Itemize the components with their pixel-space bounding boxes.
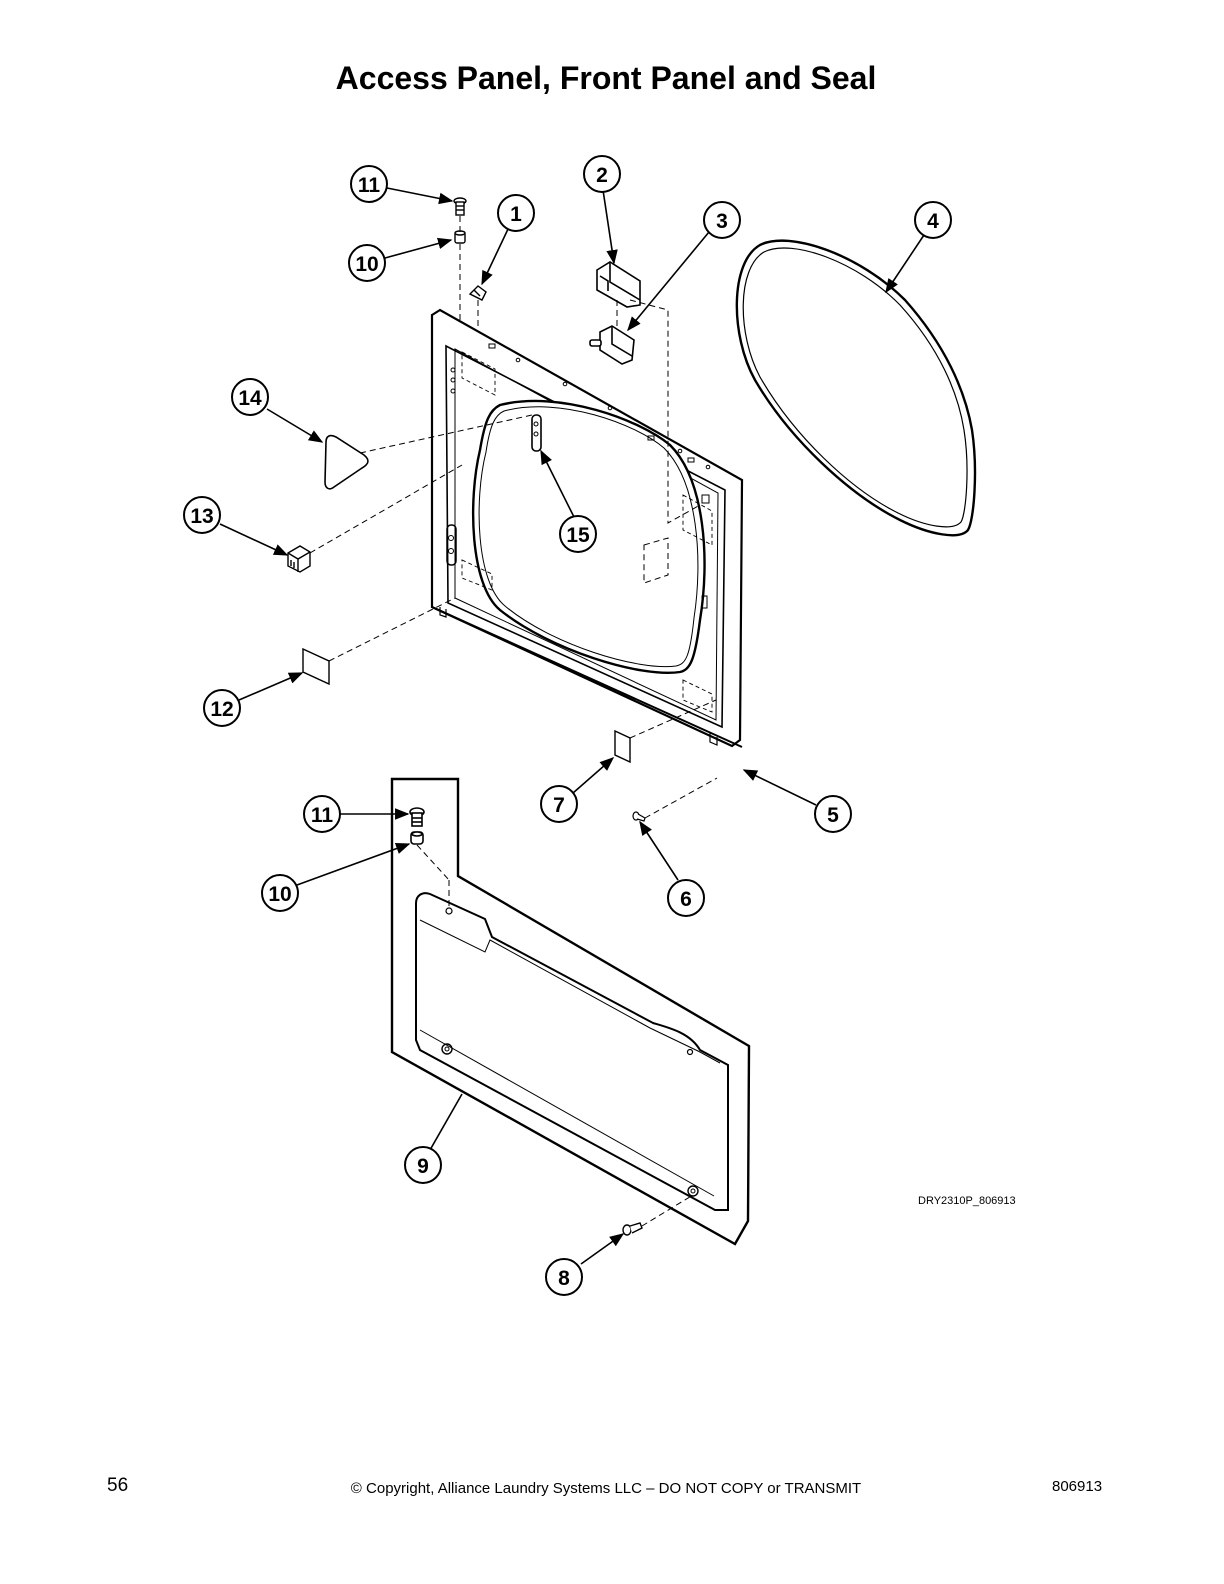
grommet-part	[454, 230, 466, 244]
callout-label: 1	[510, 203, 522, 226]
callout-label: 3	[716, 210, 728, 233]
callout-7: 7	[540, 785, 578, 823]
callout-8: 8	[545, 1258, 583, 1296]
leader-lines	[219, 187, 925, 1265]
callout-4: 4	[914, 201, 952, 239]
callout-11-lower: 11	[303, 795, 341, 833]
callout-label: 10	[355, 253, 378, 276]
callout-label: 12	[210, 698, 233, 721]
label-part-12	[302, 647, 330, 686]
callout-label: 11	[358, 174, 381, 197]
bumper-part	[287, 545, 311, 573]
door-switch-part	[589, 325, 635, 365]
callout-label: 10	[268, 883, 291, 906]
callout-label: 9	[417, 1155, 429, 1178]
switch-cover-part	[596, 261, 641, 308]
triangle-label-part	[324, 434, 369, 490]
access-panel	[390, 777, 751, 1246]
screw-part	[453, 197, 467, 216]
callout-label: 7	[553, 794, 565, 817]
screw-part-6	[632, 811, 646, 822]
callout-label: 14	[238, 387, 262, 410]
callout-label: 2	[596, 164, 608, 187]
callout-2: 2	[583, 155, 621, 193]
callout-6: 6	[667, 879, 705, 917]
callout-12: 12	[203, 689, 241, 727]
copyright-notice: © Copyright, Alliance Laundry Systems LL…	[350, 1480, 862, 1497]
callout-9: 9	[404, 1146, 442, 1184]
callout-10-lower: 10	[261, 874, 299, 912]
callout-14: 14	[231, 378, 269, 416]
callout-10: 10	[348, 244, 386, 282]
callout-13: 13	[183, 496, 221, 534]
grommet-part-lower	[410, 831, 424, 845]
callout-3: 3	[703, 201, 741, 239]
door-seal	[735, 239, 977, 537]
clip-part	[468, 285, 487, 301]
screw-part-lower	[409, 807, 425, 827]
callout-label: 8	[558, 1267, 570, 1290]
screw-part-8	[622, 1222, 643, 1236]
drawing-id: DRY2310P_806913	[918, 1195, 1016, 1207]
callout-label: 5	[827, 804, 839, 827]
page-title: Access Panel, Front Panel and Seal	[335, 60, 877, 96]
callout-label: 6	[680, 888, 692, 911]
callout-5: 5	[814, 795, 852, 833]
document-number: 806913	[1052, 1478, 1103, 1495]
callout-1: 1	[497, 194, 535, 232]
assembly-lines	[309, 216, 718, 1227]
callout-label: 11	[311, 804, 334, 827]
label-part-7	[614, 729, 631, 764]
callout-label: 4	[927, 210, 939, 233]
callout-label: 13	[190, 505, 213, 528]
callout-label: 15	[566, 524, 590, 547]
callout-15: 15	[559, 515, 597, 553]
callout-11: 11	[350, 165, 388, 203]
page-number: 56	[107, 1475, 129, 1496]
